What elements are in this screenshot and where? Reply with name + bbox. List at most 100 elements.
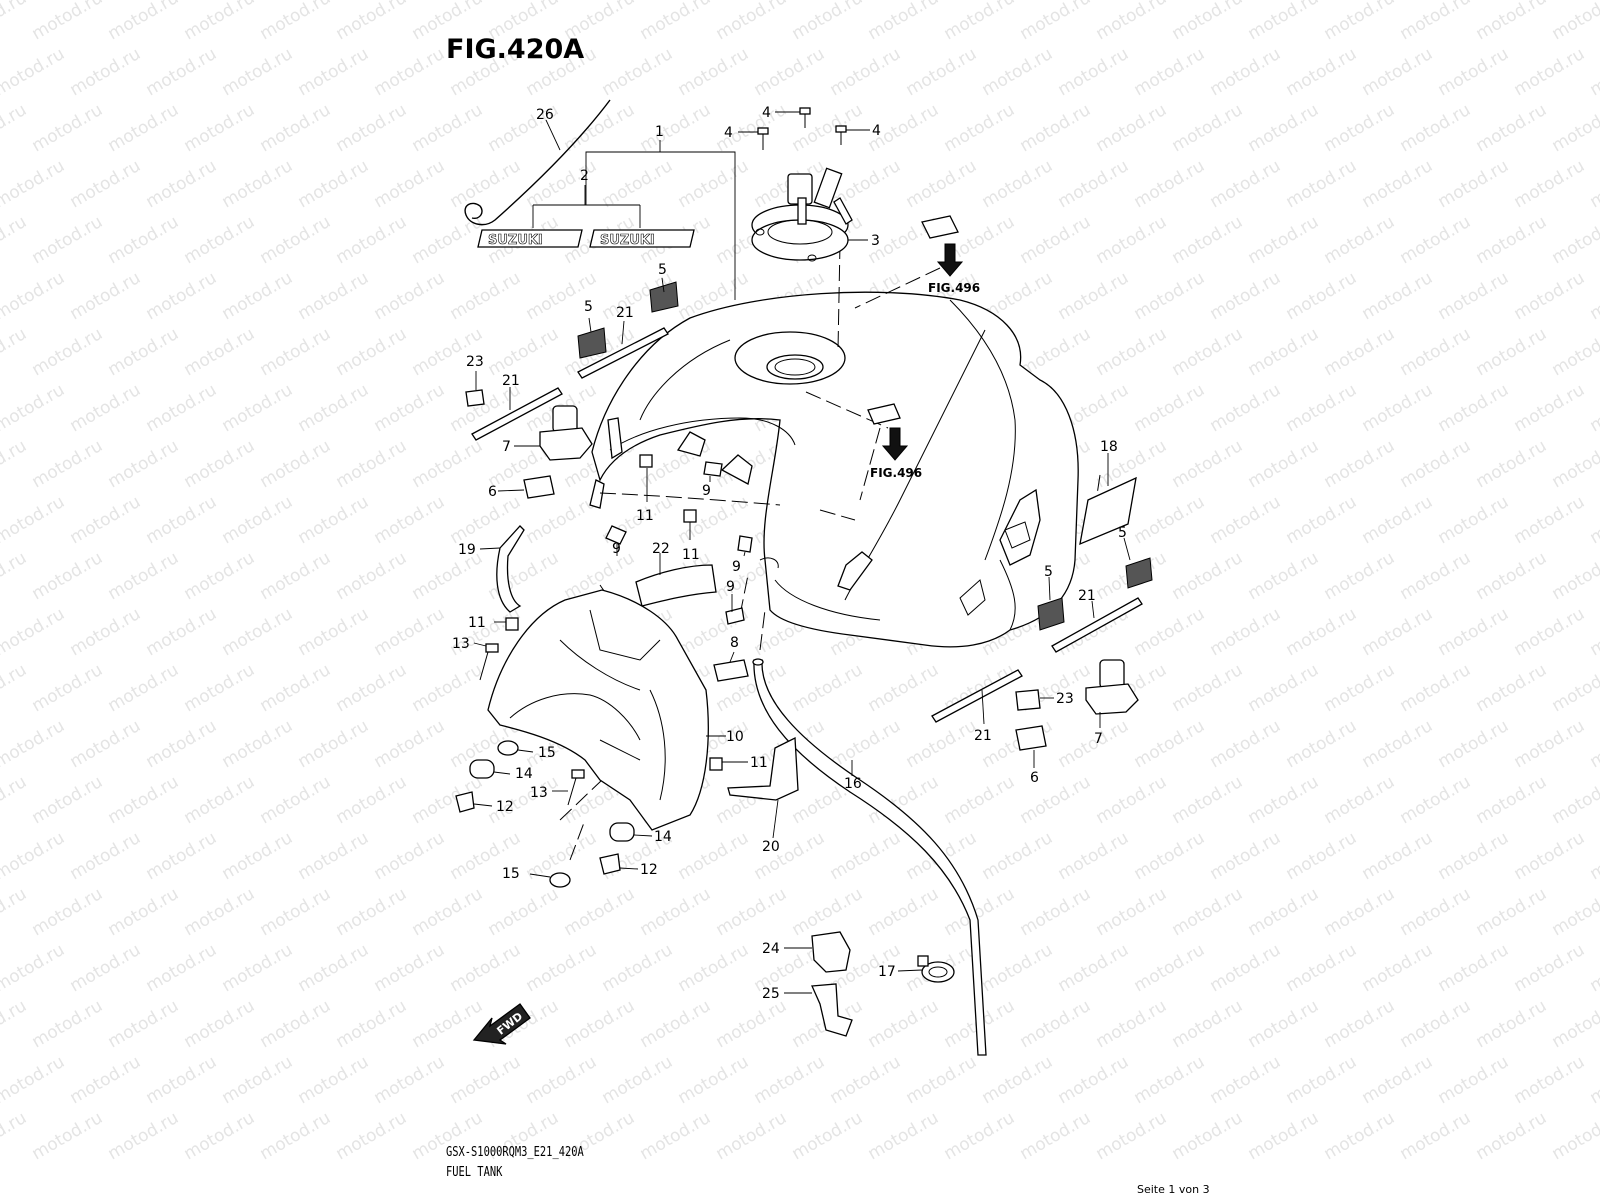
watermark-text: motod.ru	[1511, 1052, 1589, 1108]
part-label: 11	[468, 615, 486, 631]
watermark-text: motod.ru	[637, 884, 715, 940]
watermark-text: motod.ru	[1283, 380, 1361, 436]
watermark-text: motod.ru	[1321, 436, 1399, 492]
part-label: 17	[878, 964, 896, 980]
watermark-text: motod.ru	[371, 716, 449, 772]
watermark-text: motod.ru	[1549, 436, 1600, 492]
watermark-text: motod.ru	[1093, 996, 1171, 1052]
watermark-text: motod.ru	[1283, 1052, 1361, 1108]
watermark-text: motod.ru	[1321, 1108, 1399, 1164]
watermark-text: motod.ru	[1397, 1108, 1475, 1164]
watermark-text: motod.ru	[219, 828, 297, 884]
watermark-text: motod.ru	[1549, 212, 1600, 268]
watermark-text: motod.ru	[257, 996, 335, 1052]
part-label: 4	[724, 125, 733, 141]
watermark-text: motod.ru	[0, 156, 68, 212]
watermark-text: motod.ru	[0, 996, 30, 1052]
watermark-text: motod.ru	[29, 0, 107, 44]
watermark-text: motod.ru	[789, 0, 867, 44]
watermark-text: motod.ru	[713, 1108, 791, 1164]
watermark-text: motod.ru	[1473, 1108, 1551, 1164]
watermark-text: motod.ru	[1359, 716, 1437, 772]
watermark-text: motod.ru	[1473, 548, 1551, 604]
watermark-text: motod.ru	[1245, 212, 1323, 268]
watermark-text: motod.ru	[1587, 716, 1600, 772]
watermark-text: motod.ru	[1587, 268, 1600, 324]
watermark-text: motod.ru	[1397, 100, 1475, 156]
watermark-text: motod.ru	[0, 100, 30, 156]
watermark-text: motod.ru	[1321, 996, 1399, 1052]
watermark-text: motod.ru	[751, 44, 829, 100]
cap-decal	[921, 215, 959, 239]
watermark-text: motod.ru	[599, 44, 677, 100]
watermark-text: motod.ru	[181, 996, 259, 1052]
right-lower-parts	[727, 736, 955, 1037]
watermark-text: motod.ru	[0, 268, 68, 324]
watermark-text: motod.ru	[371, 492, 449, 548]
part-labels: 26 1 2 4 4 4 3 5 5 21 23 21 7 6 9 11 22 …	[452, 105, 1127, 1002]
watermark-text: motod.ru	[67, 156, 145, 212]
part-label: 11	[750, 755, 768, 771]
watermark-text: motod.ru	[1359, 604, 1437, 660]
part-label: 23	[466, 354, 484, 370]
watermark-text: motod.ru	[1245, 772, 1323, 828]
watermark-text: motod.ru	[371, 828, 449, 884]
watermark-text: motod.ru	[941, 772, 1019, 828]
watermark-text: motod.ru	[1473, 884, 1551, 940]
watermark-text: motod.ru	[827, 1052, 905, 1108]
part-label: 15	[502, 866, 520, 882]
watermark-text: motod.ru	[1321, 100, 1399, 156]
part-label: 12	[640, 862, 658, 878]
part-label: 9	[612, 541, 621, 557]
watermark-text: motod.ru	[1587, 156, 1600, 212]
watermark-text: motod.ru	[1587, 940, 1600, 996]
watermark-text: motod.ru	[485, 324, 563, 380]
watermark-text: motod.ru	[1359, 940, 1437, 996]
watermark-text: motod.ru	[1321, 212, 1399, 268]
watermark-text: motod.ru	[1131, 268, 1209, 324]
watermark-text: motod.ru	[1245, 548, 1323, 604]
watermark-text: motod.ru	[67, 1052, 145, 1108]
watermark-text: motod.ru	[1549, 1108, 1600, 1164]
watermark-text: motod.ru	[1207, 44, 1285, 100]
part-label: 13	[530, 785, 548, 801]
watermark-text: motod.ru	[1283, 44, 1361, 100]
watermark-text: motod.ru	[0, 492, 68, 548]
watermark-text: motod.ru	[181, 1108, 259, 1164]
ref-arrows	[881, 243, 964, 461]
watermark-text: motod.ru	[29, 772, 107, 828]
watermark-text: motod.ru	[675, 940, 753, 996]
watermark-text: motod.ru	[1055, 828, 1133, 884]
watermark-text: motod.ru	[0, 604, 68, 660]
ref-fig-middle: FIG.496	[870, 466, 922, 480]
watermark-text: motod.ru	[371, 940, 449, 996]
watermark-text: motod.ru	[523, 940, 601, 996]
watermark-text: motod.ru	[789, 884, 867, 940]
watermark-text: motod.ru	[1093, 772, 1171, 828]
watermark-text: motod.ru	[1207, 940, 1285, 996]
watermark-text: motod.ru	[143, 828, 221, 884]
watermark-text: motod.ru	[333, 548, 411, 604]
watermark-text: motod.ru	[1245, 996, 1323, 1052]
watermark-text: motod.ru	[827, 44, 905, 100]
watermark-text: motod.ru	[219, 604, 297, 660]
watermark-text: motod.ru	[257, 772, 335, 828]
watermark-text: motod.ru	[67, 828, 145, 884]
cap-screws	[757, 107, 847, 150]
watermark-text: motod.ru	[0, 940, 68, 996]
watermark-text: motod.ru	[1131, 828, 1209, 884]
part-label: 14	[515, 766, 533, 782]
watermark-text: motod.ru	[333, 0, 411, 44]
part-label: 23	[1056, 691, 1074, 707]
watermark-text: motod.ru	[1359, 268, 1437, 324]
watermark-text: motod.ru	[1587, 44, 1600, 100]
watermark-text: motod.ru	[181, 884, 259, 940]
watermark-text: motod.ru	[1359, 828, 1437, 884]
watermark-text: motod.ru	[637, 996, 715, 1052]
watermark-text: motod.ru	[257, 1108, 335, 1164]
watermark-text: motod.ru	[105, 884, 183, 940]
part-label: 24	[762, 941, 780, 957]
watermark-text: motod.ru	[561, 884, 639, 940]
watermark-text: motod.ru	[903, 716, 981, 772]
watermark-text: motod.ru	[903, 156, 981, 212]
